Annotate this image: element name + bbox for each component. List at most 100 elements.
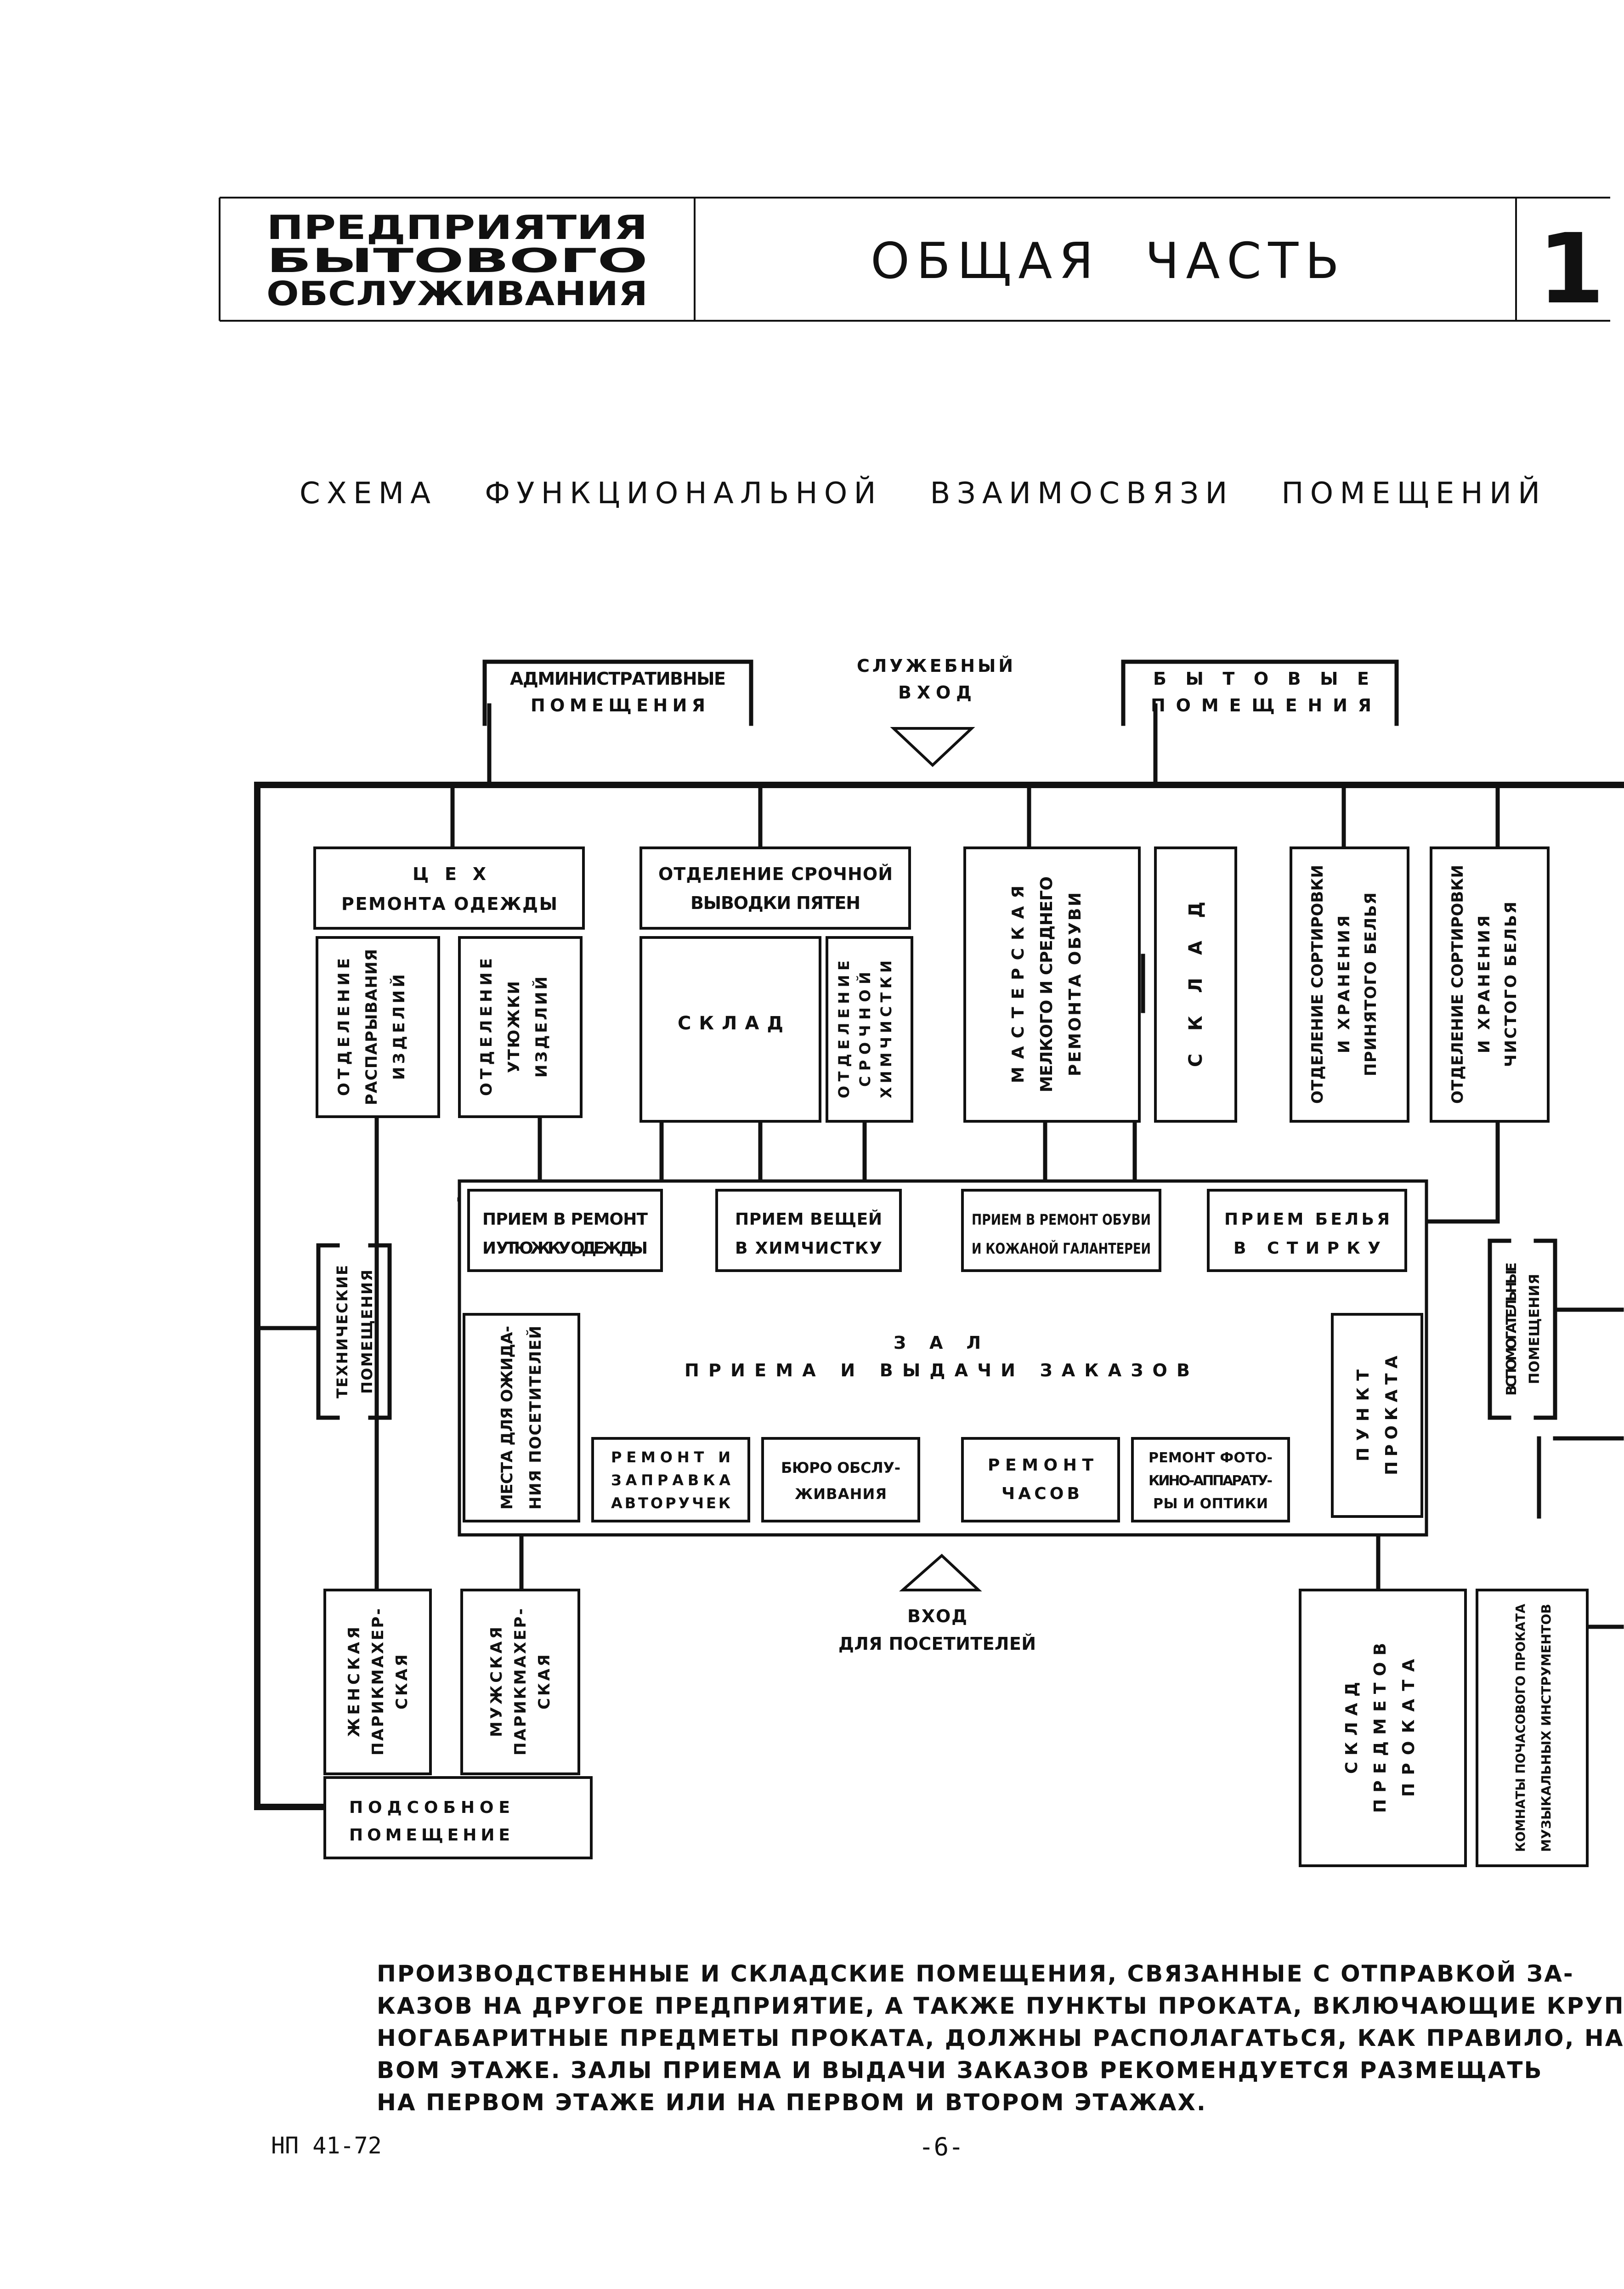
series-line-1: ПРЕДПРИЯТИЯ bbox=[266, 208, 648, 247]
unpicking-dept-line-1: ОТДЕЛЕНИЕ bbox=[335, 958, 353, 1096]
footer-line-3: НОГАБАРИТНЫЕ ПРЕДМЕТЫ ПРОКАТА, ДОЛЖНЫ РА… bbox=[377, 2025, 1624, 2051]
reception-shoes-line-2: И КОЖАНОЙ ГАЛАНТЕРЕИ bbox=[972, 1240, 1151, 1257]
auxiliary-rooms-line-2: ПОМЕЩЕНИЯ bbox=[1527, 1274, 1543, 1384]
store-2: СКЛАД bbox=[1154, 846, 1237, 1123]
admin-rooms-line-1: АДМИНИСТРАТИВНЫЕ bbox=[510, 669, 726, 689]
rental-point: ПУНКТ ПРОКАТА bbox=[1331, 1313, 1423, 1518]
men-hairdresser-line-1: МУЖСКАЯ bbox=[487, 1627, 506, 1737]
connection-lines bbox=[254, 703, 1624, 1810]
reception-dry-cleaning-line-1: ПРИЕМ ВЕЩЕЙ bbox=[735, 1210, 882, 1229]
sorting-clean-linen-line-2: И ХРАНЕНИЯ bbox=[1475, 915, 1494, 1053]
sorting-received-linen: ОТДЕЛЕНИЕ СОРТИРОВКИ И ХРАНЕНИЯ ПРИНЯТОГ… bbox=[1290, 846, 1409, 1123]
pen-repair-line-1: РЕМОНТ И bbox=[611, 1448, 730, 1466]
clothes-repair-shop: ЦЕХ РЕМОНТА ОДЕЖДЫ bbox=[313, 846, 585, 930]
reception-clothes-line-2: И УТЮЖКУ ОДЕЖДЫ bbox=[482, 1239, 648, 1258]
ironing-dept-line-1: ОТДЕЛЕНИЕ bbox=[477, 958, 496, 1096]
reception-laundry-line-1: ПРИЕМ БЕЛЬЯ bbox=[1224, 1210, 1390, 1229]
shoe-repair-shop-line-3: РЕМОНТА ОБУВИ bbox=[1066, 892, 1085, 1076]
footer-line-5: НА ПЕРВОМ ЭТАЖЕ ИЛИ НА ПЕРВОМ И ВТОРОМ Э… bbox=[377, 2089, 1207, 2116]
dry-cleaning-dept: ОТДЕЛЕНИЕ СРОЧНОЙ ХИМЧИСТКИ bbox=[826, 936, 913, 1123]
visitor-entry: ВХОД ДЛЯ ПОСЕТИТЕЛЕЙ bbox=[838, 1553, 1036, 1654]
reception-dry-cleaning-line-2: В ХИМЧИСТКУ bbox=[735, 1239, 882, 1258]
music-rental-rooms: КОМНАТЫ ПОЧАСОВОГО ПРОКАТА МУЗЫКАЛЬНЫХ И… bbox=[1476, 1589, 1589, 1867]
unpicking-dept-line-2: РАСПАРЫВАНИЯ bbox=[362, 949, 381, 1105]
music-rental-rooms-line-1: КОМНАТЫ ПОЧАСОВОГО ПРОКАТА bbox=[1513, 1604, 1528, 1852]
dry-cleaning-dept-line-1: ОТДЕЛЕНИЕ bbox=[835, 960, 853, 1098]
ironing-dept-line-3: ИЗДЕЛИЙ bbox=[532, 977, 551, 1078]
shoe-repair-shop-line-2: МЕЛКОГО И СРЕДНЕГО bbox=[1037, 876, 1056, 1092]
domestic-rooms: БЫТОВЫЕ ПОМЕЩЕНИЯ bbox=[1121, 659, 1399, 726]
ironing-dept-line-2: УТЮЖКИ bbox=[505, 981, 523, 1073]
series-line-2: БЫТОВОГО bbox=[266, 241, 648, 280]
service-bureau-line-2: ЖИВАНИЯ bbox=[795, 1485, 887, 1503]
dry-cleaning-dept-line-2: СРОЧНОЙ bbox=[856, 972, 874, 1087]
rental-point-line-2: ПРОКАТА bbox=[1382, 1356, 1401, 1475]
series-logo: ПРЕДПРИЯТИЯ БЫТОВОГО ОБСЛУЖИВАНИЯ bbox=[266, 208, 648, 313]
women-hairdresser-line-1: ЖЕНСКАЯ bbox=[345, 1627, 363, 1737]
footer-line-2: КАЗОВ НА ДРУГОЕ ПРЕДПРИЯТИЕ, А ТАКЖЕ ПУН… bbox=[377, 1993, 1624, 2019]
footer-line-4: ВОМ ЭТАЖЕ. ЗАЛЫ ПРИЕМА И ВЫДАЧИ ЗАКАЗОВ … bbox=[377, 2057, 1543, 2084]
service-entry-arrow bbox=[890, 727, 975, 767]
footer-line-1: ПРОИЗВОДСТВЕННЫЕ И СКЛАДСКИЕ ПОМЕЩЕНИЯ, … bbox=[377, 1960, 1574, 1987]
waiting-area-line-2: НИЯ ПОСЕТИТЕЛЕЙ bbox=[526, 1326, 545, 1510]
sorting-received-linen-line-2: И ХРАНЕНИЯ bbox=[1335, 915, 1353, 1053]
document-code: НП 41-72 bbox=[271, 2132, 382, 2159]
unpicking-dept-line-3: ИЗДЕЛИЙ bbox=[390, 974, 408, 1080]
unpicking-dept: ОТДЕЛЕНИЕ РАСПАРЫВАНИЯ ИЗДЕЛИЙ bbox=[316, 936, 440, 1118]
reception-shoes-line-1: ПРИЕМ В РЕМОНТ ОБУВИ bbox=[972, 1211, 1151, 1228]
service-bureau-line-1: БЮРО ОБСЛУ- bbox=[781, 1459, 900, 1477]
photo-repair: РЕМОНТ ФОТО- КИНО-АППАРАТУ- РЫ И ОПТИКИ bbox=[1131, 1437, 1290, 1522]
photo-repair-line-3: РЫ И ОПТИКИ bbox=[1153, 1496, 1268, 1512]
sorting-received-linen-line-1: ОТДЕЛЕНИЕ СОРТИРОВКИ bbox=[1308, 865, 1327, 1104]
music-rental-rooms-line-2: МУЗЫКАЛЬНЫХ ИНСТРУМЕНТОВ bbox=[1539, 1604, 1554, 1852]
visitor-entry-arrow bbox=[899, 1553, 982, 1591]
admin-rooms-line-2: ПОМЕЩЕНИЯ bbox=[531, 695, 705, 716]
pen-repair-line-3: АВТОРУЧЕК bbox=[611, 1494, 730, 1512]
men-hairdresser: МУЖСКАЯ ПАРИКМАХЕР- СКАЯ bbox=[460, 1589, 580, 1775]
hall-title-line-2: ПРИЕМА И ВЫДАЧИ ЗАКАЗОВ bbox=[685, 1360, 1190, 1380]
watch-repair: РЕМОНТ ЧАСОВ bbox=[961, 1437, 1120, 1522]
diagram-title: СХЕМА ФУНКЦИОНАЛЬНОЙ ВЗАИМОСВЯЗИ ПОМЕЩЕН… bbox=[300, 476, 1540, 511]
clothes-repair-shop-line-2: РЕМОНТА ОДЕЖДЫ bbox=[341, 894, 557, 914]
rental-store-line-3: ПРОКАТА bbox=[1399, 1659, 1418, 1797]
clothes-repair-shop-line-1: ЦЕХ bbox=[413, 864, 486, 884]
utility-room-line-1: ПОДСОБНОЕ bbox=[349, 1798, 510, 1817]
stain-removal-dept: ОТДЕЛЕНИЕ СРОЧНОЙ ВЫВОДКИ ПЯТЕН bbox=[639, 846, 911, 930]
reception-shoes: ПРИЕМ В РЕМОНТ ОБУВИ И КОЖАНОЙ ГАЛАНТЕРЕ… bbox=[961, 1189, 1161, 1272]
men-hairdresser-line-2: ПАРИКМАХЕР- bbox=[511, 1608, 530, 1755]
dry-cleaning-dept-line-3: ХИМЧИСТКИ bbox=[877, 960, 895, 1098]
utility-room-line-2: ПОМЕЩЕНИЕ bbox=[349, 1826, 510, 1845]
section-number: 1 bbox=[1538, 213, 1605, 325]
auxiliary-rooms-line-1: ВСПОМОГАТЕЛЬНЫЕ bbox=[1504, 1262, 1520, 1396]
visitor-entry-line-2: ДЛЯ ПОСЕТИТЕЛЕЙ bbox=[838, 1634, 1036, 1654]
technical-rooms-line-2: ПОМЕЩЕНИЯ bbox=[358, 1270, 376, 1394]
service-entry: СЛУЖЕБНЫЙ ВХОД bbox=[857, 656, 1013, 767]
shoe-repair-shop: МАСТЕРСКАЯ МЕЛКОГО И СРЕДНЕГО РЕМОНТА ОБ… bbox=[963, 846, 1141, 1123]
section-title: ОБЩАЯ ЧАСТЬ bbox=[871, 233, 1339, 290]
reception-dry-cleaning: ПРИЕМ ВЕЩЕЙ В ХИМЧИСТКУ bbox=[715, 1189, 902, 1272]
page-number: -6- bbox=[919, 2132, 964, 2161]
rental-store: СКЛАД ПРЕДМЕТОВ ПРОКАТА bbox=[1299, 1589, 1467, 1867]
reception-laundry: ПРИЕМ БЕЛЬЯ В СТИРКУ bbox=[1207, 1189, 1407, 1272]
auxiliary-rooms: ВСПОМОГАТЕЛЬНЫЕ ПОМЕЩЕНИЯ bbox=[1488, 1238, 1557, 1420]
women-hairdresser-line-2: ПАРИКМАХЕР- bbox=[369, 1608, 387, 1755]
sorting-clean-linen: ОТДЕЛЕНИЕ СОРТИРОВКИ И ХРАНЕНИЯ ЧИСТОГО … bbox=[1430, 846, 1550, 1123]
service-entry-line-2: ВХОД bbox=[898, 682, 972, 703]
visitor-entry-line-1: ВХОД bbox=[907, 1606, 967, 1626]
waiting-area: МЕСТА ДЛЯ ОЖИДА- НИЯ ПОСЕТИТЕЛЕЙ bbox=[463, 1313, 580, 1522]
rental-store-line-2: ПРЕДМЕТОВ bbox=[1371, 1643, 1390, 1813]
sorting-clean-linen-line-3: ЧИСТОГО БЕЛЬЯ bbox=[1502, 902, 1520, 1067]
pen-repair: РЕМОНТ И ЗАПРАВКА АВТОРУЧЕК bbox=[591, 1437, 750, 1522]
store-1: СКЛАД bbox=[639, 936, 821, 1123]
service-entry-line-1: СЛУЖЕБНЫЙ bbox=[857, 656, 1013, 676]
reception-laundry-line-2: В СТИРКУ bbox=[1234, 1239, 1381, 1258]
service-bureau: БЮРО ОБСЛУ- ЖИВАНИЯ bbox=[761, 1437, 920, 1522]
domestic-rooms-line-2: ПОМЕЩЕНИЯ bbox=[1151, 695, 1371, 716]
watch-repair-line-2: ЧАСОВ bbox=[1002, 1484, 1080, 1503]
domestic-rooms-line-1: БЫТОВЫЕ bbox=[1153, 669, 1369, 689]
sorting-received-linen-line-3: ПРИНЯТОГО БЕЛЬЯ bbox=[1362, 892, 1380, 1076]
footer-paragraph: ПРОИЗВОДСТВЕННЫЕ И СКЛАДСКИЕ ПОМЕЩЕНИЯ, … bbox=[377, 1958, 1624, 2119]
utility-room: ПОДСОБНОЕ ПОМЕЩЕНИЕ bbox=[323, 1776, 593, 1859]
technical-rooms: ТЕХНИЧЕСКИЕ ПОМЕЩЕНИЯ bbox=[316, 1243, 392, 1420]
